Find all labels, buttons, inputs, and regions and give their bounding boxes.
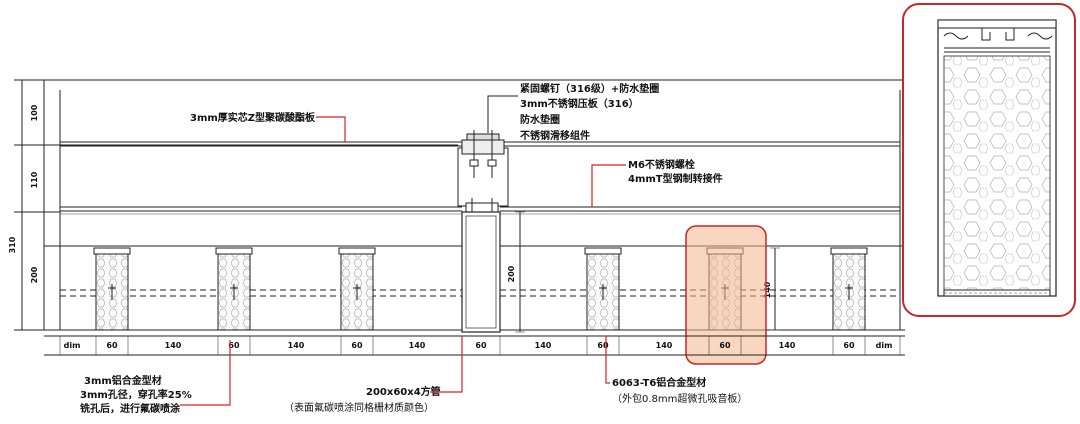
- bottom-dim: 60: [106, 341, 118, 350]
- bottom-dim: 60: [351, 341, 363, 350]
- bottom-dim: 140: [409, 341, 426, 350]
- label-al-3: 铣孔后，进行氟碳喷涂: [80, 402, 181, 415]
- label-al-2: 3mm孔径，穿孔率25%: [80, 388, 192, 401]
- label-tube-1: 200x60x4方管: [366, 385, 441, 398]
- square-tube: 200: [461, 211, 525, 333]
- bottom-dim: 140: [165, 341, 182, 350]
- louver-blade: [93, 247, 131, 331]
- bottom-dim: 60: [475, 341, 487, 350]
- bottom-dim: 60: [843, 341, 855, 350]
- label-alloy-2: （外包0.8mm超微孔吸音板）: [612, 392, 747, 405]
- bottom-dim: 140: [535, 341, 552, 350]
- louver-blade: [584, 247, 622, 331]
- label-panel: 3mm厚实芯Z型聚碳酸酯板: [190, 111, 316, 124]
- dim-110: 110: [30, 171, 39, 188]
- annotations: 3mm厚实芯Z型聚碳酸酯板 紧固螺钉（316级）+防水垫圈 3mm不锈钢压板（3…: [80, 82, 747, 415]
- label-screw: 紧固螺钉（316级）+防水垫圈: [520, 82, 659, 95]
- bottom-dim: 60: [228, 341, 240, 350]
- louver-blade: [338, 247, 376, 331]
- bottom-dim: 140: [288, 341, 305, 350]
- bottom-dim: dim: [64, 341, 81, 350]
- label-bolt: M6不锈钢螺栓: [628, 158, 695, 171]
- tube-height-dim: 200: [507, 265, 516, 282]
- bottom-dim: 60: [719, 341, 731, 350]
- bottom-dim: 140: [779, 341, 796, 350]
- dim-100: 100: [30, 104, 39, 121]
- clamp-bracket-assembly: [457, 130, 509, 216]
- bottom-dimension-strip: dim 60 140 60 140 60 140 60 140 60 140 6…: [44, 335, 905, 356]
- label-washer: 防水垫圈: [520, 113, 560, 126]
- detail-callout: [902, 3, 1076, 317]
- louver-height-dimension: 140: [763, 247, 780, 331]
- label-alloy-1: 6063-T6铝合金型材: [612, 376, 706, 389]
- label-plate: 3mm不锈钢压板（316）: [520, 97, 639, 110]
- dim-310: 310: [8, 236, 17, 253]
- label-al-1: 3mm铝合金型材: [84, 374, 162, 387]
- bottom-dim: 60: [597, 341, 609, 350]
- louver-blade: [215, 247, 253, 331]
- louver-blade: [830, 247, 868, 331]
- bottom-dim: 140: [656, 341, 673, 350]
- dim-200: 200: [30, 266, 39, 283]
- bottom-dim: dim: [876, 341, 893, 350]
- label-slider: 不锈钢滑移组件: [520, 129, 590, 142]
- highlight-box: [685, 225, 767, 365]
- label-tconn: 4mmT型钢制转接件: [628, 172, 723, 185]
- label-tube-2: （表面氟碳喷涂同格栅材质颜色）: [284, 401, 434, 414]
- louver-height-dim: 140: [763, 281, 772, 298]
